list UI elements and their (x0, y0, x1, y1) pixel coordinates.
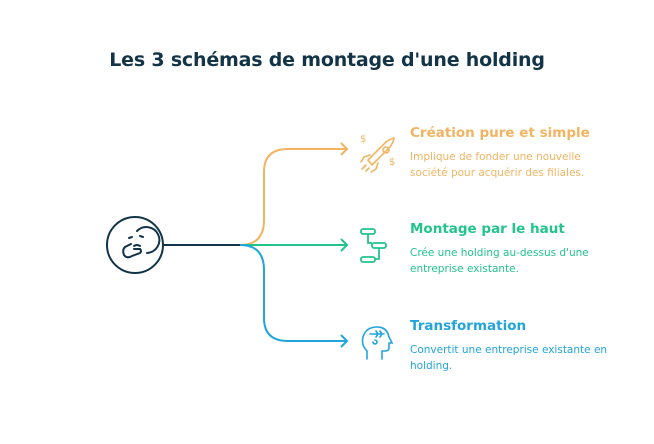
item-description: Implique de fonder une nouvelle société … (410, 151, 585, 179)
branch-blue (239, 244, 347, 342)
thinking-face-icon (106, 216, 164, 274)
branch-orange (239, 148, 347, 246)
item-title: Transformation (410, 318, 527, 334)
head-transformation-icon (361, 326, 394, 360)
item-creation: Création pure et simple Implique de fond… (410, 125, 610, 181)
item-transformation: Transformation Convertit une entreprise … (410, 318, 610, 374)
svg-text:$: $ (389, 157, 395, 168)
arrow-orange-icon (340, 142, 349, 156)
item-title: Création pure et simple (410, 125, 590, 141)
svg-text:$: $ (360, 134, 366, 145)
item-title: Montage par le haut (410, 221, 565, 237)
hierarchy-steps-icon (360, 228, 387, 263)
diagram-title: Les 3 schémas de montage d'une holding (109, 49, 545, 71)
rocket-dollar-icon: $ $ (360, 134, 395, 173)
item-description: Crée une holding au-dessus d'une entrepr… (410, 247, 589, 275)
arrow-blue-icon (340, 334, 349, 348)
item-montage-haut: Montage par le haut Crée une holding au-… (410, 221, 610, 277)
arrow-green-icon (340, 238, 349, 252)
item-description: Convertit une entreprise existante en ho… (410, 344, 608, 372)
